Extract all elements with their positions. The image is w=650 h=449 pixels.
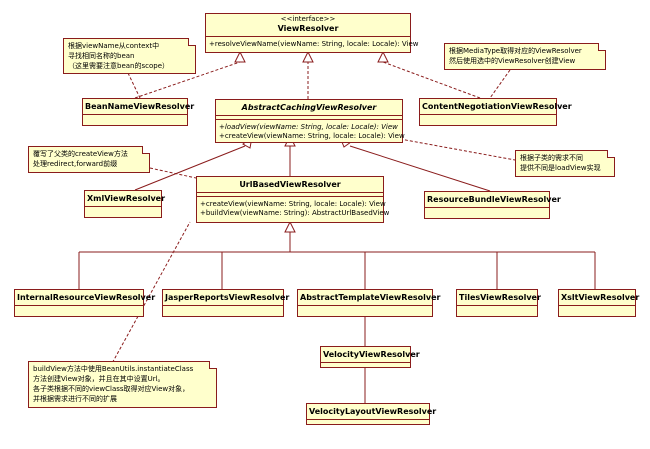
note-line: （这里需要注意bean的scope）	[68, 62, 170, 70]
class-name: AbstractCachingViewResolver	[241, 103, 377, 112]
compartment-divider	[321, 362, 410, 366]
note-bean-name: 根据viewName从context中 寻找相同名称的bean （这里需要注意b…	[63, 38, 196, 74]
note-content-negotiation: 根据MediaType取得对应的ViewResolver 然后使用选中的View…	[444, 43, 606, 70]
class-content-negotiation-view-resolver: ContentNegotiationViewResolver	[419, 98, 572, 126]
class-view-resolver: <<interface>> ViewResolver +resolveViewN…	[205, 13, 419, 53]
class-name: ViewResolver	[277, 24, 339, 33]
class-name: TilesViewResolver	[459, 293, 541, 302]
compartment-divider	[457, 305, 537, 309]
generalization-xml	[134, 145, 246, 191]
realization-bean-name	[134, 61, 241, 99]
note-line: 各子类根据不同的viewClass取得对应View对象，	[33, 385, 190, 393]
compartment-divider	[307, 419, 429, 423]
class-name: AbstractTemplateViewResolver	[300, 293, 441, 302]
note-link-create-view	[149, 167, 197, 179]
class-abstract-template-view-resolver: AbstractTemplateViewResolver	[297, 289, 441, 317]
note-line: 方法创建View对象，并且在其中设置Url。	[33, 375, 165, 383]
note-line: 并根据需求进行不同的扩展	[33, 395, 117, 403]
class-velocity-layout-view-resolver: VelocityLayoutViewResolver	[306, 403, 437, 425]
operation: +createView(viewName: String, locale: Lo…	[219, 132, 405, 140]
operation: +buildView(viewName: String): AbstractUr…	[200, 209, 390, 217]
note-create-view: 覆写了父类的createView方法 处理redirect,forward前缀	[28, 146, 150, 173]
class-name: ContentNegotiationViewResolver	[422, 102, 572, 111]
class-name: XmlViewResolver	[87, 194, 166, 203]
class-url-based-view-resolver: UrlBasedViewResolver +createView(viewNam…	[196, 176, 390, 223]
triangle-view-resolver-right	[377, 50, 389, 63]
class-internal-resource-view-resolver: InternalResourceViewResolver	[14, 289, 156, 317]
note-line: buildView方法中使用BeanUtils.instantiateClass	[33, 365, 194, 373]
note-line: 根据viewName从context中	[68, 42, 160, 50]
triangle-url-based	[284, 220, 296, 233]
class-name: ResourceBundleViewResolver	[427, 195, 561, 204]
class-name: VelocityLayoutViewResolver	[309, 407, 437, 416]
class-tiles-view-resolver: TilesViewResolver	[456, 289, 541, 317]
note-load-view: 根据子类的需求不同 提供不同是loadView实现	[515, 150, 615, 177]
compartment-divider	[15, 305, 143, 309]
realization-content-negotiation	[382, 61, 481, 99]
compartment-divider	[206, 36, 410, 40]
compartment-divider	[197, 192, 383, 196]
note-fold-corner	[607, 150, 615, 158]
note-line: 覆写了父类的createView方法	[33, 150, 128, 158]
operation: +resolveViewName(viewName: String, local…	[209, 40, 419, 48]
compartment-divider	[83, 114, 187, 118]
note-link-bean-name	[127, 72, 141, 99]
note-line: 根据MediaType取得对应的ViewResolver	[449, 47, 582, 55]
note-fold-corner	[142, 146, 150, 154]
class-jasper-reports-view-resolver: JasperReportsViewResolver	[162, 289, 290, 317]
generalization-tree	[78, 232, 596, 289]
generalization-resource-bundle	[349, 145, 491, 192]
compartment-divider	[163, 305, 283, 309]
note-line: 寻找相同名称的bean	[68, 52, 135, 60]
compartment-divider	[425, 207, 549, 211]
compartment-divider	[85, 206, 161, 210]
note-line: 提供不同是loadView实现	[520, 164, 601, 172]
note-line: 处理redirect,forward前缀	[33, 160, 118, 168]
note-build-view: buildView方法中使用BeanUtils.instantiateClass…	[28, 361, 217, 408]
class-bean-name-view-resolver: BeanNameViewResolver	[82, 98, 195, 126]
compartment-divider	[216, 119, 402, 123]
note-line: 根据子类的需求不同	[520, 154, 583, 162]
compartment-divider	[197, 196, 383, 200]
class-name: XsltViewResolver	[561, 293, 640, 302]
compartment-divider	[559, 305, 635, 309]
class-name: InternalResourceViewResolver	[17, 293, 156, 302]
note-link-content	[489, 69, 511, 99]
class-velocity-view-resolver: VelocityViewResolver	[320, 346, 420, 368]
note-link-load-view	[399, 138, 516, 161]
operation: +createView(viewName: String, locale: Lo…	[200, 200, 386, 208]
operation-abstract: +loadView(viewName: String, locale: Loca…	[219, 123, 398, 131]
note-fold-corner	[598, 43, 606, 51]
class-name: VelocityViewResolver	[323, 350, 420, 359]
triangle-view-resolver-mid	[302, 50, 314, 63]
class-name: BeanNameViewResolver	[85, 102, 195, 111]
note-fold-corner	[188, 38, 196, 46]
triangle-view-resolver-left	[234, 50, 246, 63]
class-abstract-caching-view-resolver: AbstractCachingViewResolver +loadView(vi…	[215, 99, 405, 143]
class-name: UrlBasedViewResolver	[239, 180, 341, 189]
compartment-divider	[298, 305, 432, 309]
compartment-divider	[420, 114, 556, 118]
note-fold-corner	[209, 361, 217, 369]
compartment-divider	[216, 115, 402, 119]
note-link-build-view	[109, 221, 191, 368]
stereotype-label: <<interface>>	[280, 15, 336, 23]
class-resource-bundle-view-resolver: ResourceBundleViewResolver	[424, 191, 561, 219]
class-xslt-view-resolver: XsltViewResolver	[558, 289, 640, 317]
note-line: 然后使用选中的ViewResolver创建View	[449, 57, 576, 65]
class-name: JasperReportsViewResolver	[165, 293, 290, 302]
class-xml-view-resolver: XmlViewResolver	[84, 190, 166, 218]
